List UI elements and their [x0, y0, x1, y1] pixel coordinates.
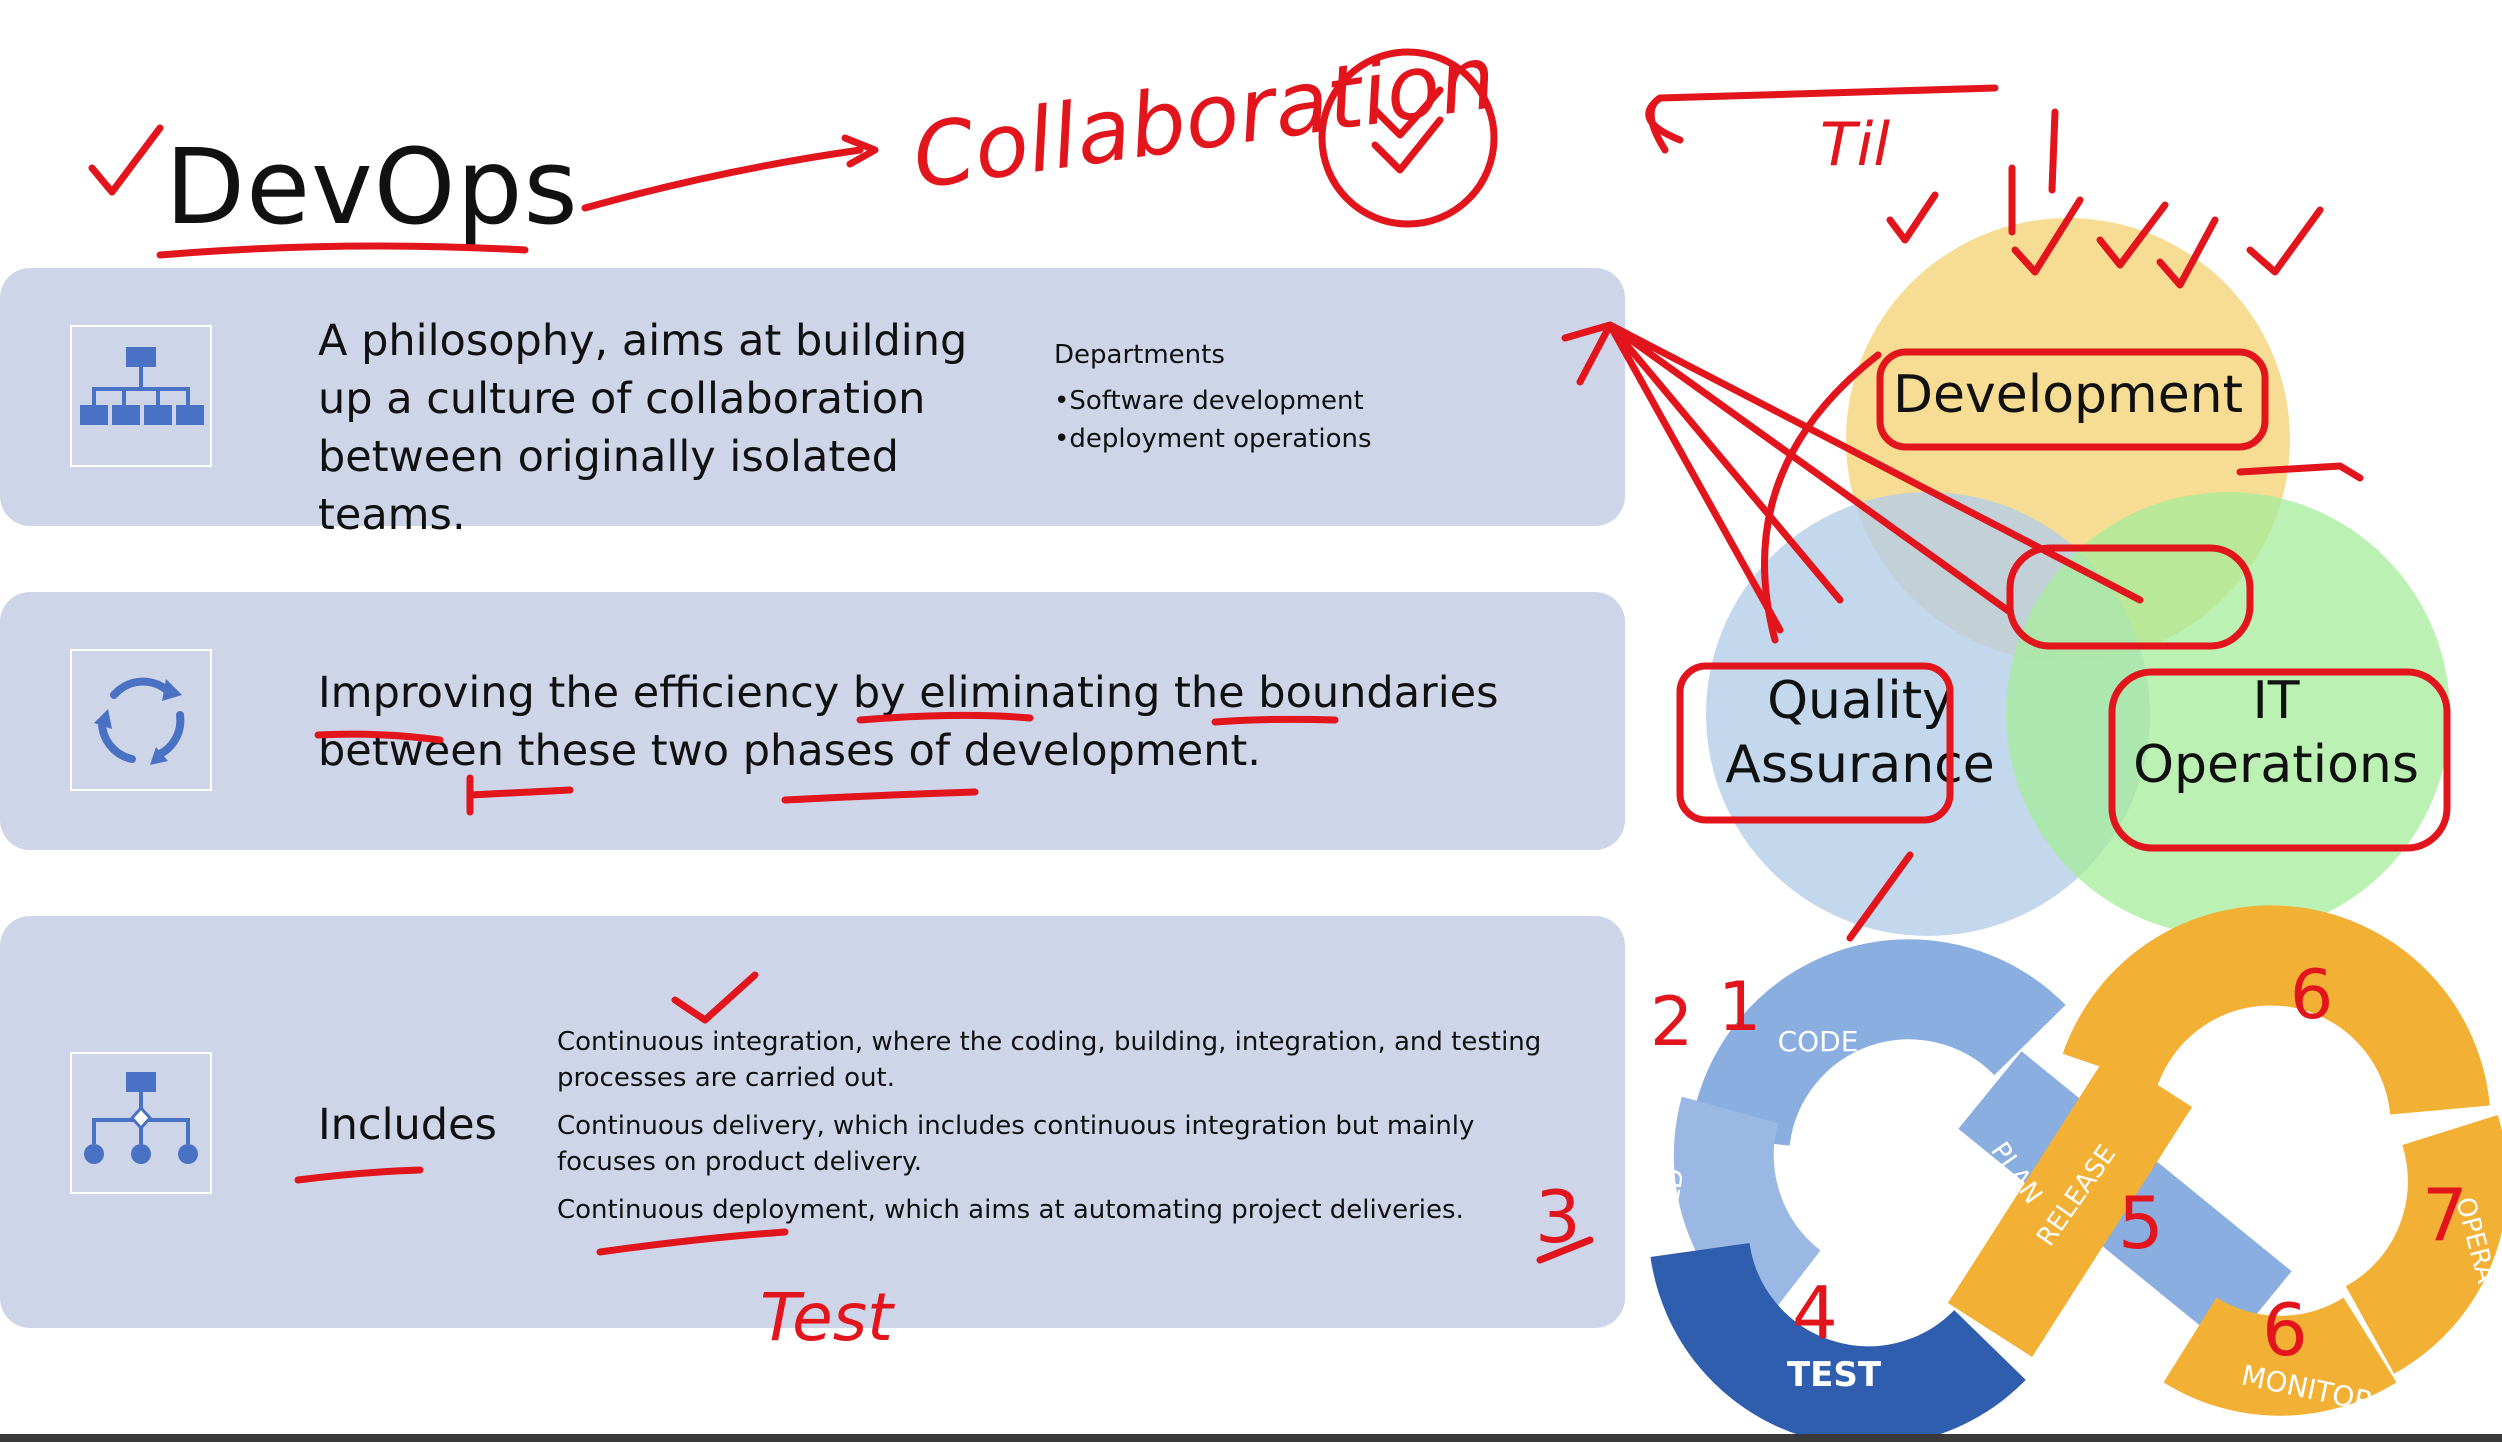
cycle-segment-code [1690, 939, 2066, 1147]
arrow-three [1536, 1236, 1594, 1264]
underline-words [856, 711, 1339, 726]
cycle-segment-build [1673, 1096, 1822, 1330]
cycle-segment-deploy [2062, 905, 2490, 1116]
cycle-arrows-icon [70, 649, 212, 791]
annotation-number-1: 1 [1718, 968, 1761, 1047]
cycle-label-deploy: DEPLOY [2232, 1030, 2341, 1063]
cycle-label-code: CODE [1778, 1025, 1859, 1058]
departments-list: •Software development •deployment operat… [1054, 382, 1372, 458]
handwritten-annotations [88, 48, 2451, 1264]
page-title: DevOps [165, 126, 579, 248]
arrow-to-collaboration [581, 134, 879, 212]
underline-arrow [466, 774, 574, 816]
efficiency-text: Improving the efficiency by eliminating … [318, 668, 1499, 776]
venn-label-assurance: Assurance [1725, 735, 1995, 795]
circle-annotation [1318, 48, 1498, 228]
box-development [1876, 348, 2269, 451]
box-it-operations [2108, 668, 2451, 852]
annotation-number-6b: 6 [2262, 1288, 2308, 1372]
department-item: •Software development [1054, 386, 1364, 416]
card-efficiency: Improving the efficiency by eliminating … [0, 592, 1625, 850]
cycle-segment-test [1650, 1241, 2026, 1442]
includes-item-deployment: Continuous deployment, which aims at aut… [557, 1195, 1464, 1225]
annotation-number-6: 6 [2290, 956, 2333, 1035]
annotation-number-4: 4 [1792, 1271, 1838, 1355]
checkmark-icon [671, 971, 759, 1024]
department-item: •deployment operations [1054, 424, 1372, 454]
philosophy-text: A philosophy, aims at building up a cult… [318, 316, 968, 540]
curve-to-qa [1761, 351, 1882, 644]
venn-label-development: Development [1893, 365, 2243, 425]
arrow-til [1645, 84, 1999, 154]
includes-item-delivery: Continuous delivery, which includes cont… [557, 1111, 1475, 1177]
cycle-segment-operate [2344, 1114, 2502, 1374]
double-check-icon [1371, 86, 1444, 174]
venn-label-it: IT [2252, 671, 2299, 731]
box-intersection [2006, 544, 2254, 650]
annotation-collaboration: Collaboration [907, 25, 1502, 209]
org-chart-icon [70, 325, 212, 467]
annotation-number-2: 2 [1650, 983, 1693, 1062]
card-includes: Includes Continuous integration, where t… [0, 916, 1625, 1328]
venn-label-quality: Quality [1767, 671, 1953, 731]
includes-label: Includes [318, 1100, 497, 1150]
box-quality-assurance [1676, 662, 1954, 824]
checkmark-icon [88, 124, 164, 196]
hierarchy-icon [70, 1052, 212, 1194]
underline-includes [294, 1166, 424, 1184]
qa-tick [1846, 851, 1914, 942]
cycle-segment-monitor [2163, 1296, 2397, 1416]
annotation-number-7: 7 [2422, 1173, 2468, 1257]
cycle-segment-release [1947, 1053, 2193, 1357]
curve-to-ops [2236, 462, 2364, 482]
includes-item-integration: Continuous integration, where the coding… [557, 1027, 1542, 1093]
venn-label-operations: Operations [2133, 735, 2419, 795]
til-strokes [2008, 108, 2059, 236]
annotation-number-3: 3 [1535, 1175, 1581, 1259]
annotation-til: Til [1820, 110, 1890, 180]
check-marks [1886, 191, 2324, 289]
card-philosophy: A philosophy, aims at building up a cult… [0, 268, 1625, 540]
underline-deployment [596, 1228, 789, 1256]
bottom-border [0, 1434, 2502, 1442]
underline-development [781, 788, 979, 804]
red-arrows [1561, 321, 2144, 634]
devops-cycle: CODE PLAN BUILD TEST RELEASE DEPLOY OPER… [1647, 905, 2502, 1442]
underline-devops [156, 242, 529, 259]
underline-improving [314, 730, 444, 744]
venn-circle-it-operations [2006, 492, 2450, 936]
cycle-label-test: TEST [1787, 1355, 1882, 1395]
annotation-test: Test [760, 1279, 895, 1356]
departments-heading: Departments [1054, 340, 1225, 370]
annotation-number-5: 5 [2118, 1181, 2164, 1265]
cycle-label-build: BUILD [1647, 1166, 1690, 1249]
